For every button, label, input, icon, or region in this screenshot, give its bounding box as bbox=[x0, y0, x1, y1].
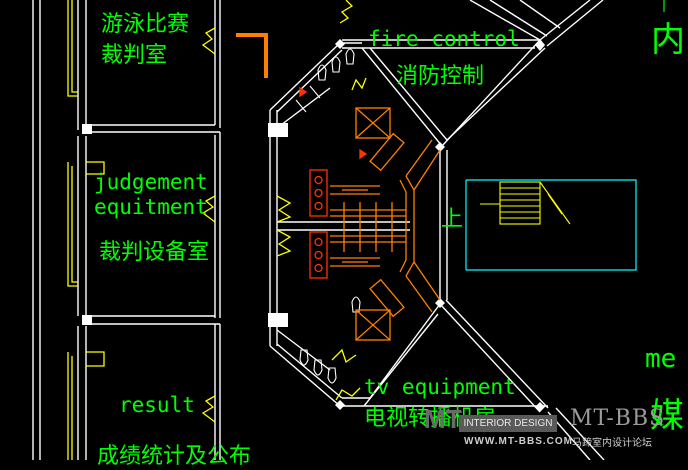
stair-treads bbox=[480, 181, 571, 225]
structural-columns bbox=[268, 123, 288, 327]
result-label-en: result bbox=[119, 393, 195, 417]
node-diamonds bbox=[335, 39, 545, 412]
service-shafts bbox=[330, 107, 441, 341]
watermark-brand: MT-BBS bbox=[570, 406, 666, 431]
edge-label-right-en: me bbox=[645, 344, 677, 374]
watermark-interior-design-badge: INTERIOR DESIGN bbox=[459, 415, 557, 432]
edge-label-top-right: 内 bbox=[651, 20, 685, 60]
result-label-cn: 成绩统计及公布 bbox=[97, 444, 252, 469]
edge-label-right-cn: 媒 bbox=[650, 396, 684, 436]
toilet-fixtures bbox=[295, 48, 361, 384]
left-room-walls bbox=[32, 0, 221, 460]
core-walls bbox=[269, 0, 605, 460]
fire-control-label-cn: 消防控制 bbox=[396, 64, 485, 89]
stair-block bbox=[465, 179, 637, 271]
equipment-cabinets bbox=[299, 86, 368, 279]
orange-leader-line bbox=[236, 33, 268, 78]
swim-judge-room-label-line1: 游泳比赛 bbox=[101, 12, 190, 37]
tv-equipment-label-en: tv equipment bbox=[364, 375, 516, 399]
fire-control-label-en: fire control bbox=[368, 27, 520, 51]
core-doors bbox=[276, 0, 367, 401]
judgement-equipment-label-cn: 裁判设备室 bbox=[99, 240, 210, 265]
stair-up-label: 上 bbox=[441, 207, 464, 232]
left-door-trims bbox=[67, 0, 216, 460]
judgement-equipment-label-en-line2: equitment bbox=[94, 195, 208, 219]
watermark-url: WWW.MT-BBS.COM bbox=[464, 436, 573, 447]
watermark-subtitle: 马蹄室内设计论坛 bbox=[572, 438, 652, 449]
watermark-ghost-text: MT bbox=[424, 404, 462, 434]
judgement-equipment-label-en-line1: judgement bbox=[94, 170, 208, 194]
swim-judge-room-label-line2: 裁判室 bbox=[101, 43, 168, 68]
floor-plan-drawing bbox=[32, 0, 665, 460]
wall-nodes bbox=[82, 124, 92, 325]
